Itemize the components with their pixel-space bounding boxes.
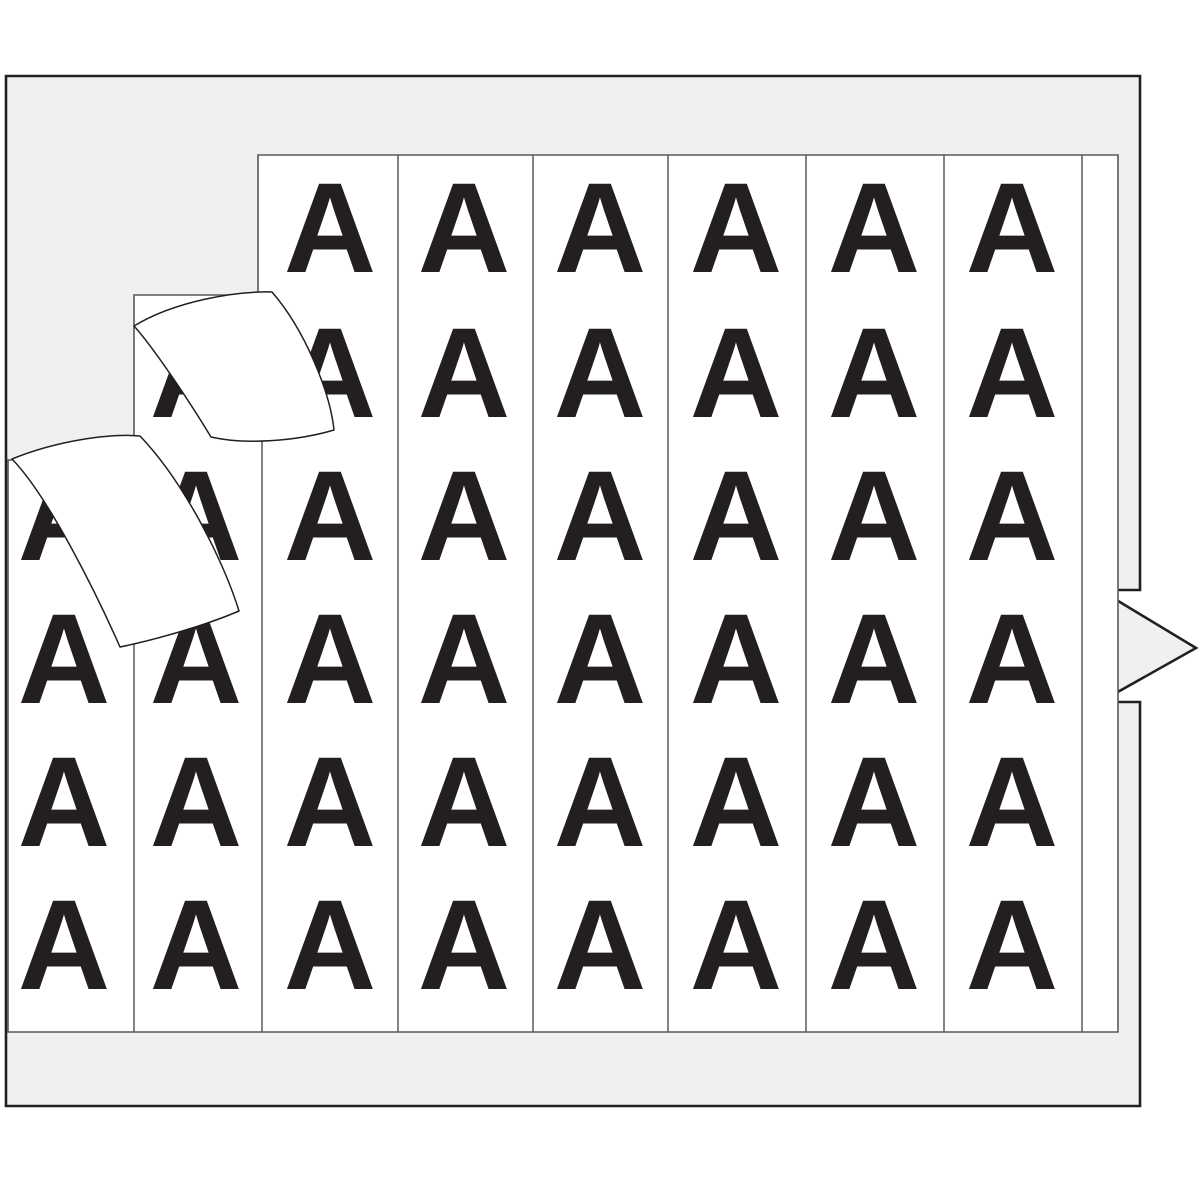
label-cell[interactable]: A	[828, 445, 920, 588]
label-cell[interactable]: A	[828, 588, 920, 731]
peeling-label-upper[interactable]	[133, 291, 335, 442]
label-cell[interactable]: A	[284, 445, 376, 588]
label-cell[interactable]: A	[690, 731, 782, 874]
peeling-label-lower[interactable]	[11, 434, 240, 648]
label-cell[interactable]: A	[966, 302, 1058, 445]
label-cell[interactable]: A	[418, 588, 510, 731]
label-cell[interactable]: A	[284, 588, 376, 731]
label-row-1: A A A A A A	[284, 157, 1058, 300]
label-cell[interactable]: A	[554, 731, 646, 874]
label-cell[interactable]: A	[828, 157, 920, 300]
label-cell[interactable]: A	[284, 874, 376, 1017]
label-cell[interactable]: A	[966, 445, 1058, 588]
label-cell[interactable]: A	[418, 874, 510, 1017]
label-row-6: A A A A A A A A	[18, 874, 1058, 1017]
label-cell[interactable]: A	[966, 157, 1058, 300]
label-cell[interactable]: A	[554, 588, 646, 731]
label-cell[interactable]: A	[18, 874, 110, 1017]
label-cell[interactable]: A	[690, 302, 782, 445]
label-cell[interactable]: A	[18, 588, 110, 731]
label-cell[interactable]: A	[150, 874, 242, 1017]
label-cell[interactable]: A	[828, 731, 920, 874]
label-cell[interactable]: A	[828, 874, 920, 1017]
label-cell[interactable]: A	[828, 302, 920, 445]
label-cell[interactable]: A	[418, 157, 510, 300]
label-cell[interactable]: A	[966, 588, 1058, 731]
label-cell[interactable]: A	[150, 731, 242, 874]
label-cell[interactable]: A	[418, 731, 510, 874]
label-cell[interactable]: A	[554, 302, 646, 445]
label-cell[interactable]: A	[690, 588, 782, 731]
label-cell[interactable]: A	[284, 731, 376, 874]
label-cell[interactable]: A	[690, 157, 782, 300]
label-cell[interactable]: A	[554, 157, 646, 300]
label-cell[interactable]: A	[966, 874, 1058, 1017]
label-row-4: A A A A A A A A	[18, 588, 1058, 731]
label-cell[interactable]: A	[690, 445, 782, 588]
label-cell[interactable]: A	[18, 731, 110, 874]
label-cell[interactable]: A	[554, 445, 646, 588]
label-cell[interactable]: A	[418, 445, 510, 588]
label-cell[interactable]: A	[966, 731, 1058, 874]
label-cell[interactable]: A	[554, 874, 646, 1017]
label-row-5: A A A A A A A A	[18, 731, 1058, 874]
label-cell[interactable]: A	[284, 157, 376, 300]
label-cell[interactable]: A	[418, 302, 510, 445]
label-cell[interactable]: A	[690, 874, 782, 1017]
